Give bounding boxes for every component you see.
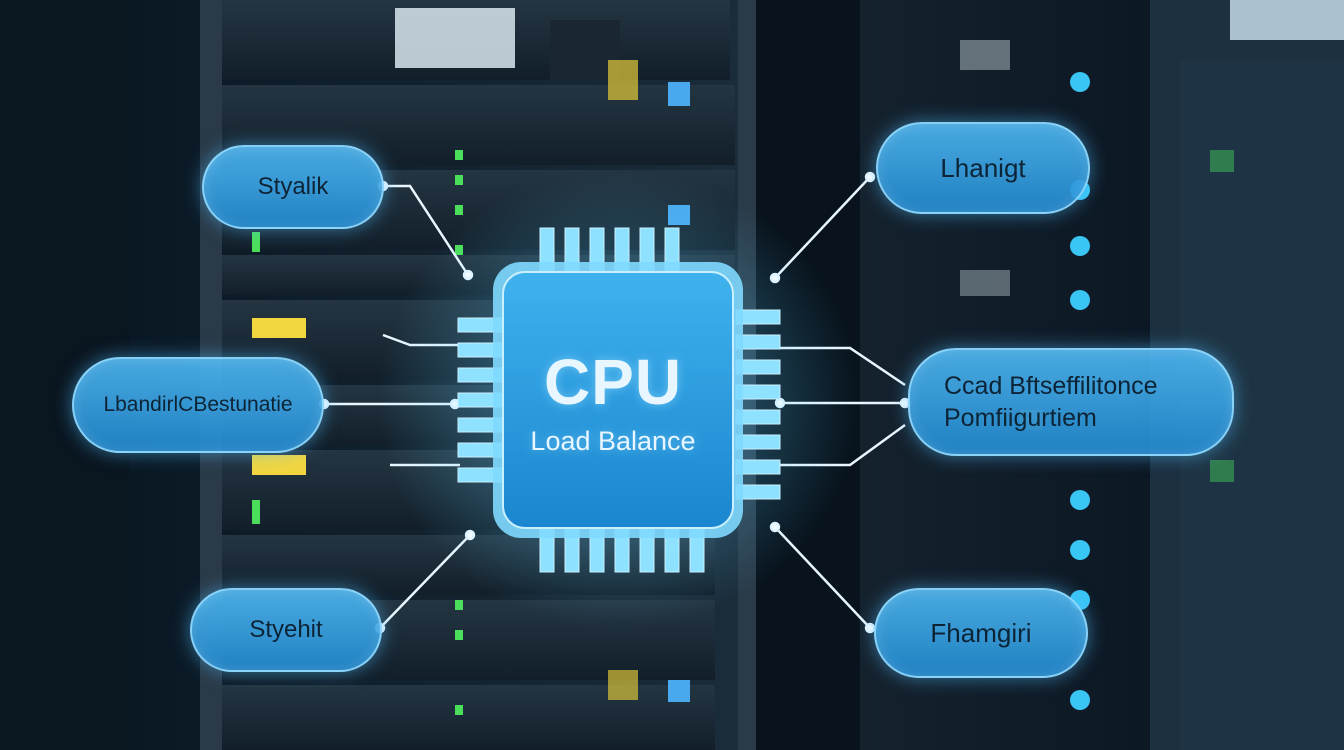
- label-pill-top-left: Styalik: [202, 145, 384, 229]
- label-top-left: Styalik: [257, 173, 329, 200]
- label-bottom-left: Styehit: [249, 616, 323, 643]
- chip-pins: [457, 227, 781, 573]
- label-middle-left: LbandirlCBestunatie: [103, 393, 293, 416]
- label-pill-bottom-left: Styehit: [190, 588, 382, 672]
- label-pill-bottom-right: Fhamgiri: [874, 588, 1088, 678]
- label-top-right: Lhanigt: [940, 152, 1026, 183]
- cpu-chip: [378, 170, 858, 630]
- label-bottom-right: Fhamgiri: [930, 617, 1032, 648]
- label-middle-right-line1: Ccad Bftseffilitonce: [944, 372, 1158, 400]
- chip-subtitle: Load Balance: [530, 426, 696, 456]
- label-pill-middle-left: LbandirlCBestunatie: [72, 357, 324, 453]
- label-pill-top-right: Lhanigt: [876, 122, 1090, 214]
- chip-title: CPU: [543, 346, 683, 418]
- label-middle-right-line2: Pomfiigurtiem: [944, 404, 1097, 432]
- right-rack-lights: [960, 40, 1234, 710]
- label-pill-middle-right: Ccad Bftseffilitonce Pomfiigurtiem: [908, 348, 1234, 456]
